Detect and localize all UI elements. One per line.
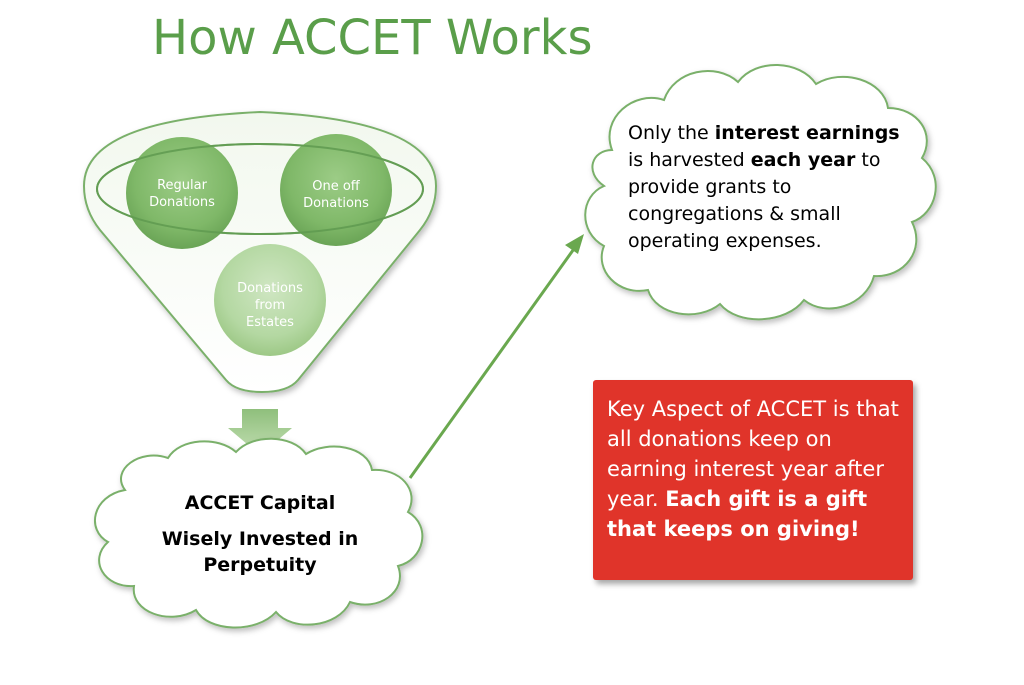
regular-donations-circle — [126, 137, 238, 249]
interest-cloud — [584, 64, 937, 321]
one-off-donations-circle — [280, 134, 392, 246]
key-aspect-box: Key Aspect of ACCET is that all donation… — [593, 380, 913, 580]
each-year-emphasis: each year — [750, 149, 856, 171]
key-aspect-emphasis: Each gift is a gift that keeps on giving… — [607, 487, 868, 541]
estates-donations-circle — [214, 244, 326, 356]
estates-donations-label: Donations from Estates — [237, 281, 303, 330]
down-arrow — [228, 409, 292, 455]
page-title: How ACCET Works — [152, 10, 593, 66]
capital-cloud-text: ACCET Capital Wisely Invested in Perpetu… — [150, 492, 370, 578]
diagonal-arrow-line — [408, 245, 578, 479]
capital-subtitle: Wisely Invested in Perpetuity — [161, 528, 359, 576]
interest-earnings-emphasis: interest earnings — [714, 122, 900, 144]
diagonal-arrow-head — [565, 234, 584, 254]
regular-donations-label: Regular Donations — [149, 178, 215, 210]
one-off-donations-label: One off Donations — [303, 179, 369, 211]
interest-cloud-text: Only the interest earnings is harvested … — [628, 122, 900, 252]
capital-cloud — [93, 437, 424, 629]
capital-title: ACCET Capital — [184, 492, 336, 514]
key-aspect-text: Key Aspect of ACCET is that all donation… — [607, 397, 899, 511]
